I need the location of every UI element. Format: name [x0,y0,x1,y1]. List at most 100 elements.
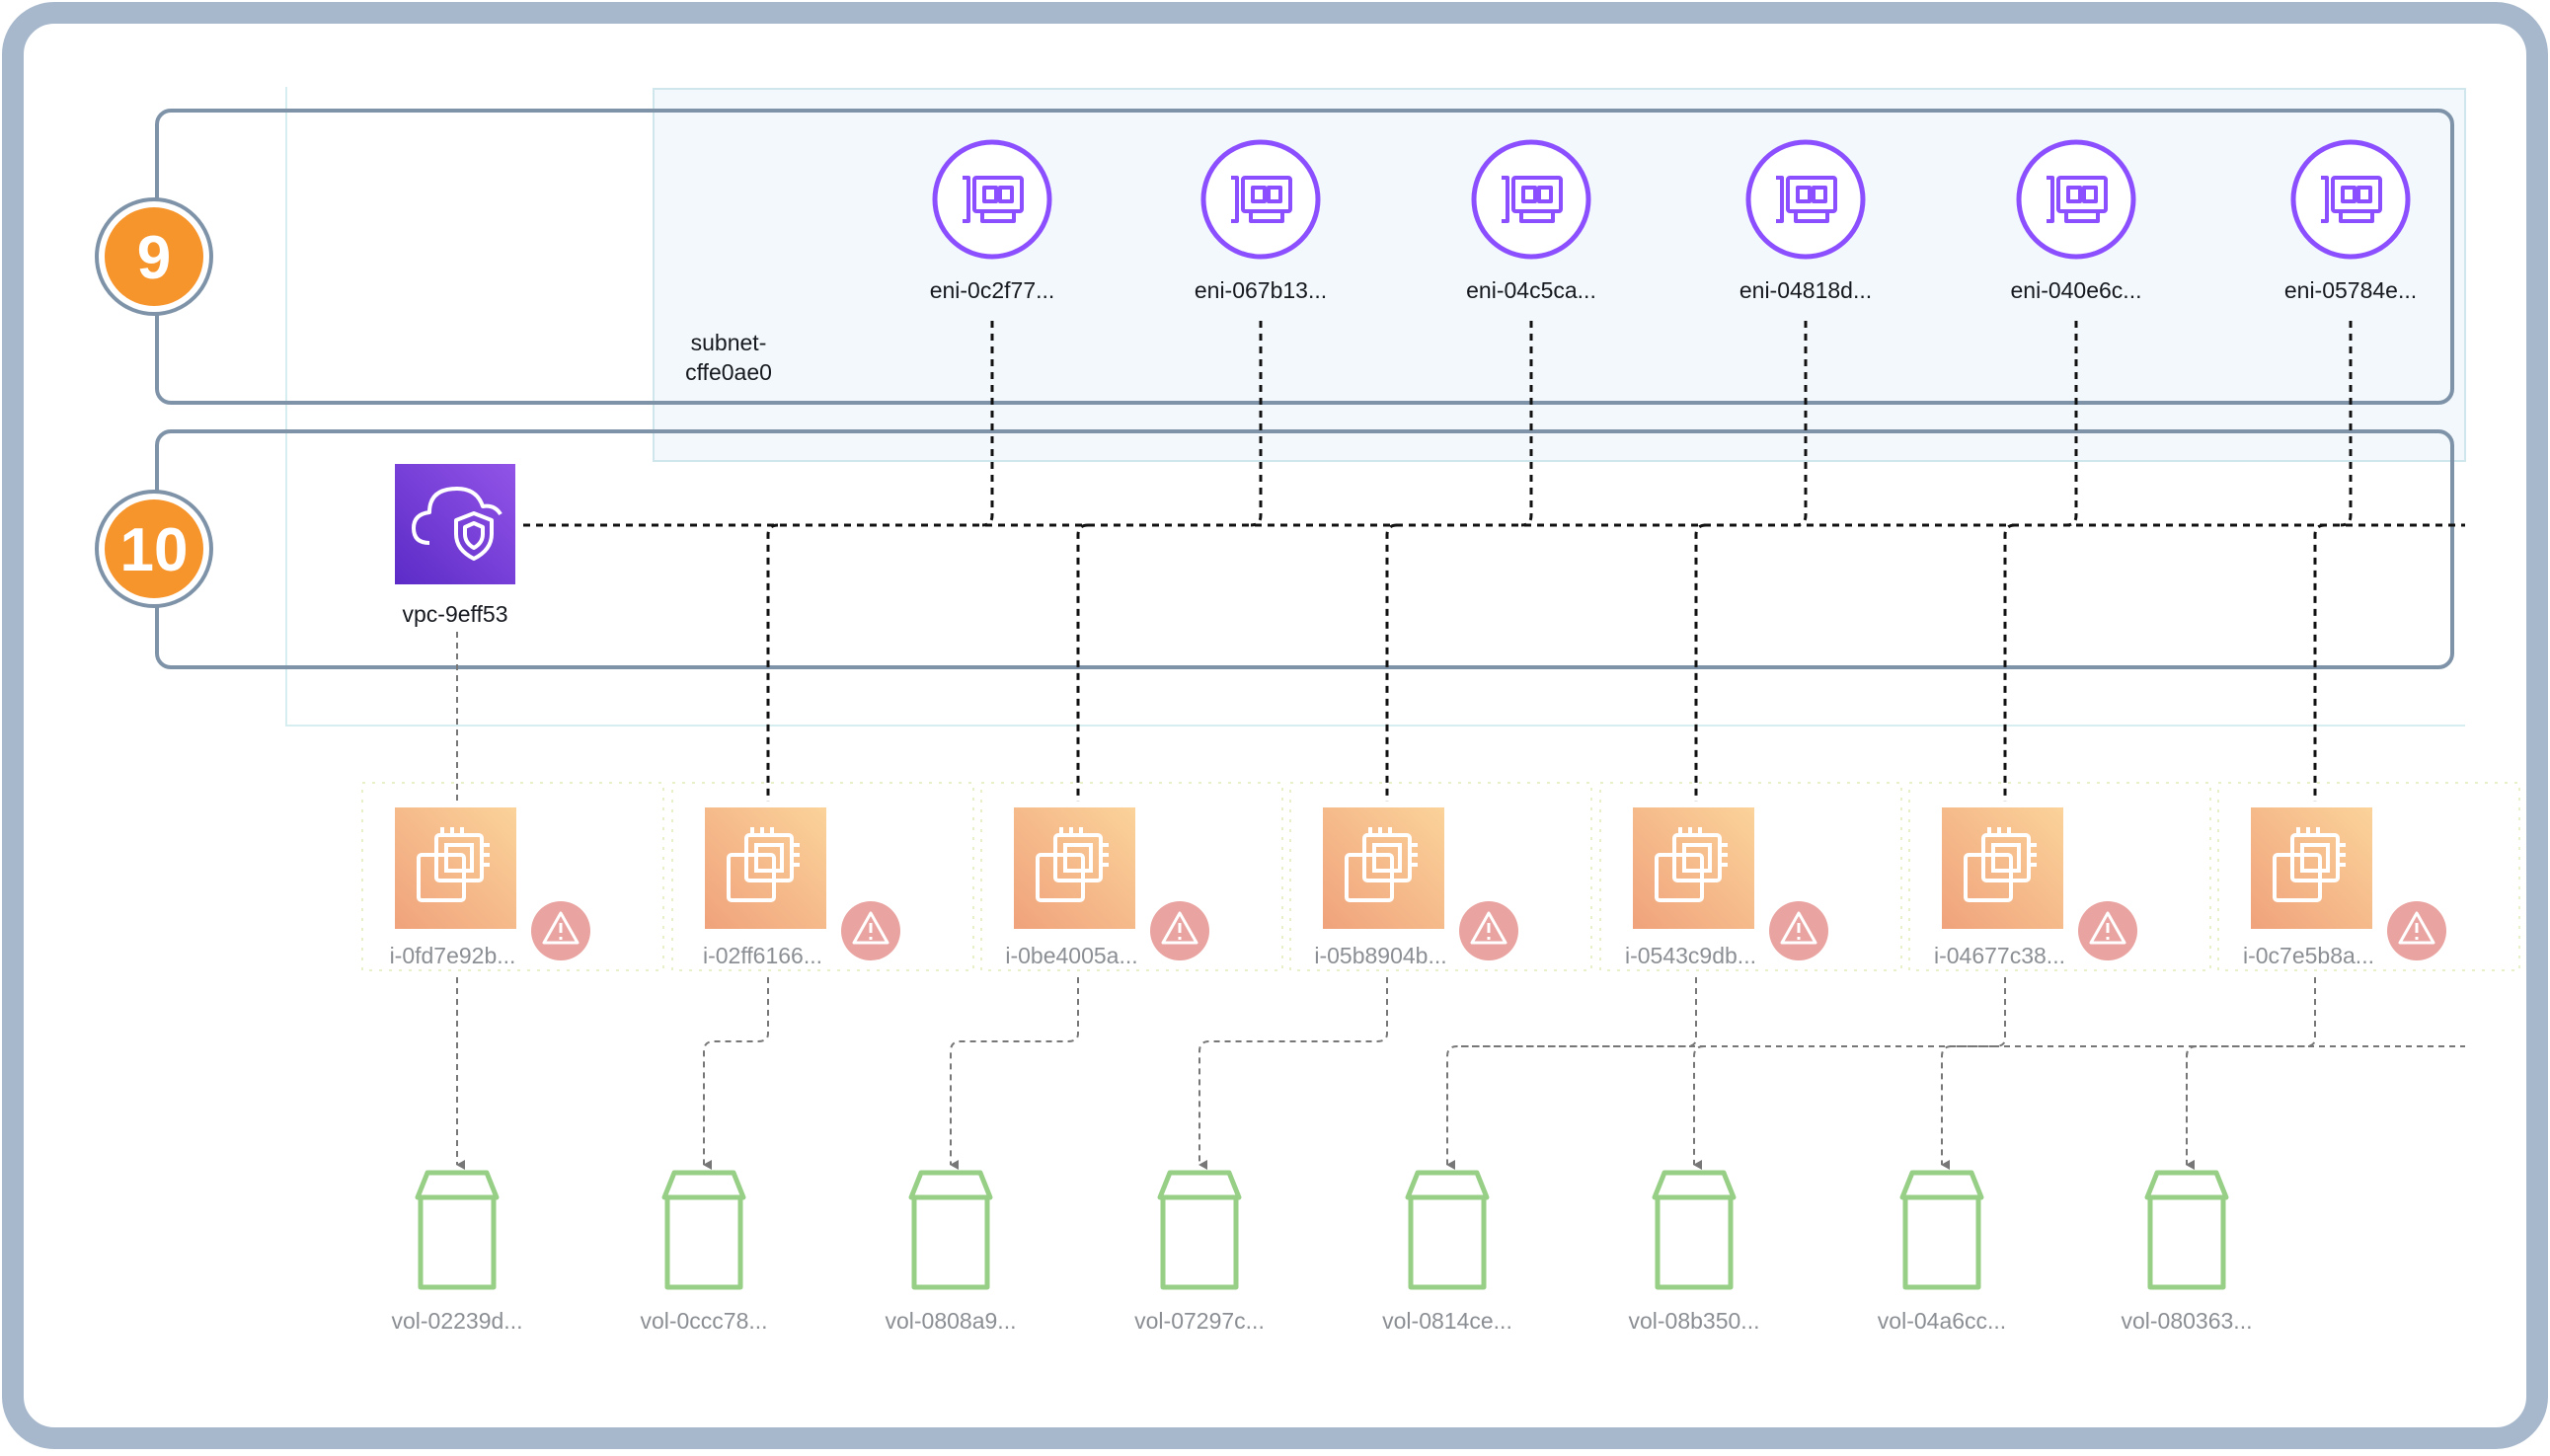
warning-icon [2078,901,2137,960]
card-bracket [1776,176,1784,223]
vpc-area-outline [285,87,2465,727]
network-card-icon [1231,176,1292,223]
chip-back [1964,853,2013,902]
ebs-volume-node[interactable]: vol-04a6cc... [1878,1170,2006,1334]
eni-label: eni-040e6c... [2011,277,2142,303]
card-bracket [1231,176,1239,223]
chip-pin [440,827,490,847]
card-port [982,186,998,203]
eni-node[interactable]: eni-0c2f77... [930,139,1055,303]
step-badge-number: 10 [120,516,189,584]
ec2-instance-node[interactable]: i-0c7e5b8a... [2217,782,2520,971]
shield-outline [454,511,494,561]
warning-icon [1769,901,1828,960]
ec2-instance-node[interactable]: i-0543c9db... [1599,782,1902,971]
chip-glyph [1655,827,1728,902]
eni-node[interactable]: eni-04818d... [1739,139,1872,303]
step-badge-number: 9 [137,224,171,292]
volume-attachment-arrow [1446,977,1697,1170]
ebs-volume-icon [2144,1170,2229,1290]
chip-glyph [1964,827,2037,902]
ebs-volume-icon [908,1170,993,1290]
ec2-instance-node[interactable]: i-04677c38... [1908,782,2211,971]
card-port [1796,186,1812,203]
card-port [2341,186,2357,203]
step-badge-9: 9 [95,197,213,316]
instance-label: i-0be4005a... [1005,943,1137,968]
chip-front [2290,833,2340,882]
instance-label: i-0543c9db... [1625,943,1756,968]
eni-node[interactable]: eni-067b13... [1195,139,1327,303]
volume-attachment-arrow [1198,977,1388,1170]
vpc-node[interactable]: vpc-9eff53 [395,464,515,627]
ec2-instance-node[interactable]: i-0be4005a... [980,782,1283,971]
ebs-volume-icon [1899,1170,1984,1290]
instance-group-outline [361,782,664,971]
ebs-volume-node[interactable]: vol-0814ce... [1382,1170,1512,1334]
chip-glyph [417,827,490,902]
chip-pin [1079,827,1109,867]
network-card-icon [963,176,1024,223]
subnet-label-line1: subnet- [691,330,767,355]
volume-body [1408,1194,1487,1290]
instance-connector-line [1694,523,1707,802]
ebs-volume-node[interactable]: vol-08b350... [1629,1170,1760,1334]
card-port [998,186,1014,203]
volume-attachment-arrow [2186,1045,2198,1170]
volume-attachment-arrow [950,977,1079,1170]
eni-node[interactable]: eni-05784e... [2284,139,2417,303]
eni-label: eni-067b13... [1195,277,1327,303]
volume-label: vol-0ccc78... [640,1308,767,1334]
instance-label: i-05b8904b... [1314,943,1446,968]
eni-label: eni-0c2f77... [930,277,1055,303]
chip-pin [1688,827,1728,857]
step-badge-10: 10 [95,490,213,608]
card-port [1251,186,1267,203]
warning-icon [1459,901,1518,960]
instance-connector-line [1076,523,1089,802]
chip-glyph [1345,827,1418,902]
chip-glyph [727,827,800,902]
chip-pin [1378,827,1418,857]
eni-connector-line [2065,321,2078,527]
instance-group-outline [1908,782,2211,971]
card-bracket [2047,176,2054,223]
ec2-instance-node[interactable]: i-0fd7e92b... [361,782,664,971]
instance-label: i-0fd7e92b... [390,943,516,968]
eni-connector-line [1520,321,1533,527]
ec2-instance-icon [395,807,516,929]
ebs-volume-node[interactable]: vol-0808a9... [886,1170,1017,1334]
step-badge-circle [105,207,203,306]
card-port [1521,186,1537,203]
ebs-volume-node[interactable]: vol-080363... [2122,1170,2253,1334]
chip-back [417,853,466,902]
chip-pin [1368,827,1418,847]
chip-front [744,833,794,882]
warning-icon [531,901,590,960]
ebs-volume-node[interactable]: vol-0ccc78... [640,1170,768,1334]
ec2-instance-node[interactable]: i-05b8904b... [1289,782,1592,971]
instance-group-outline [671,782,974,971]
chip-back [727,853,776,902]
eni-node[interactable]: eni-040e6c... [2011,139,2142,303]
chip-back [2273,853,2322,902]
vpc-label: vpc-9eff53 [403,601,508,627]
card-edge [2064,211,2100,223]
card-bracket [1502,176,1509,223]
ebs-volume-node[interactable]: vol-07297c... [1134,1170,1265,1334]
instance-connector-line [1385,523,1398,802]
volume-label: vol-08b350... [1629,1308,1760,1334]
eni-node[interactable]: eni-04c5ca... [1466,139,1596,303]
instance-label: i-04677c38... [1934,943,2065,968]
chip-front [1362,833,1412,882]
ec2-instance-node[interactable]: i-02ff6166... [671,782,974,971]
volume-label: vol-02239d... [392,1308,523,1334]
ebs-volume-node[interactable]: vol-02239d... [392,1170,523,1334]
ec2-instance-icon [1323,807,1444,929]
ebs-volume-icon [1157,1170,1242,1290]
cloud-shield-glyph [412,487,502,561]
chip-back [1036,853,1085,902]
volume-body [2147,1194,2226,1290]
warning-triangle [1470,911,1507,945]
chip-pin [2007,827,2037,867]
